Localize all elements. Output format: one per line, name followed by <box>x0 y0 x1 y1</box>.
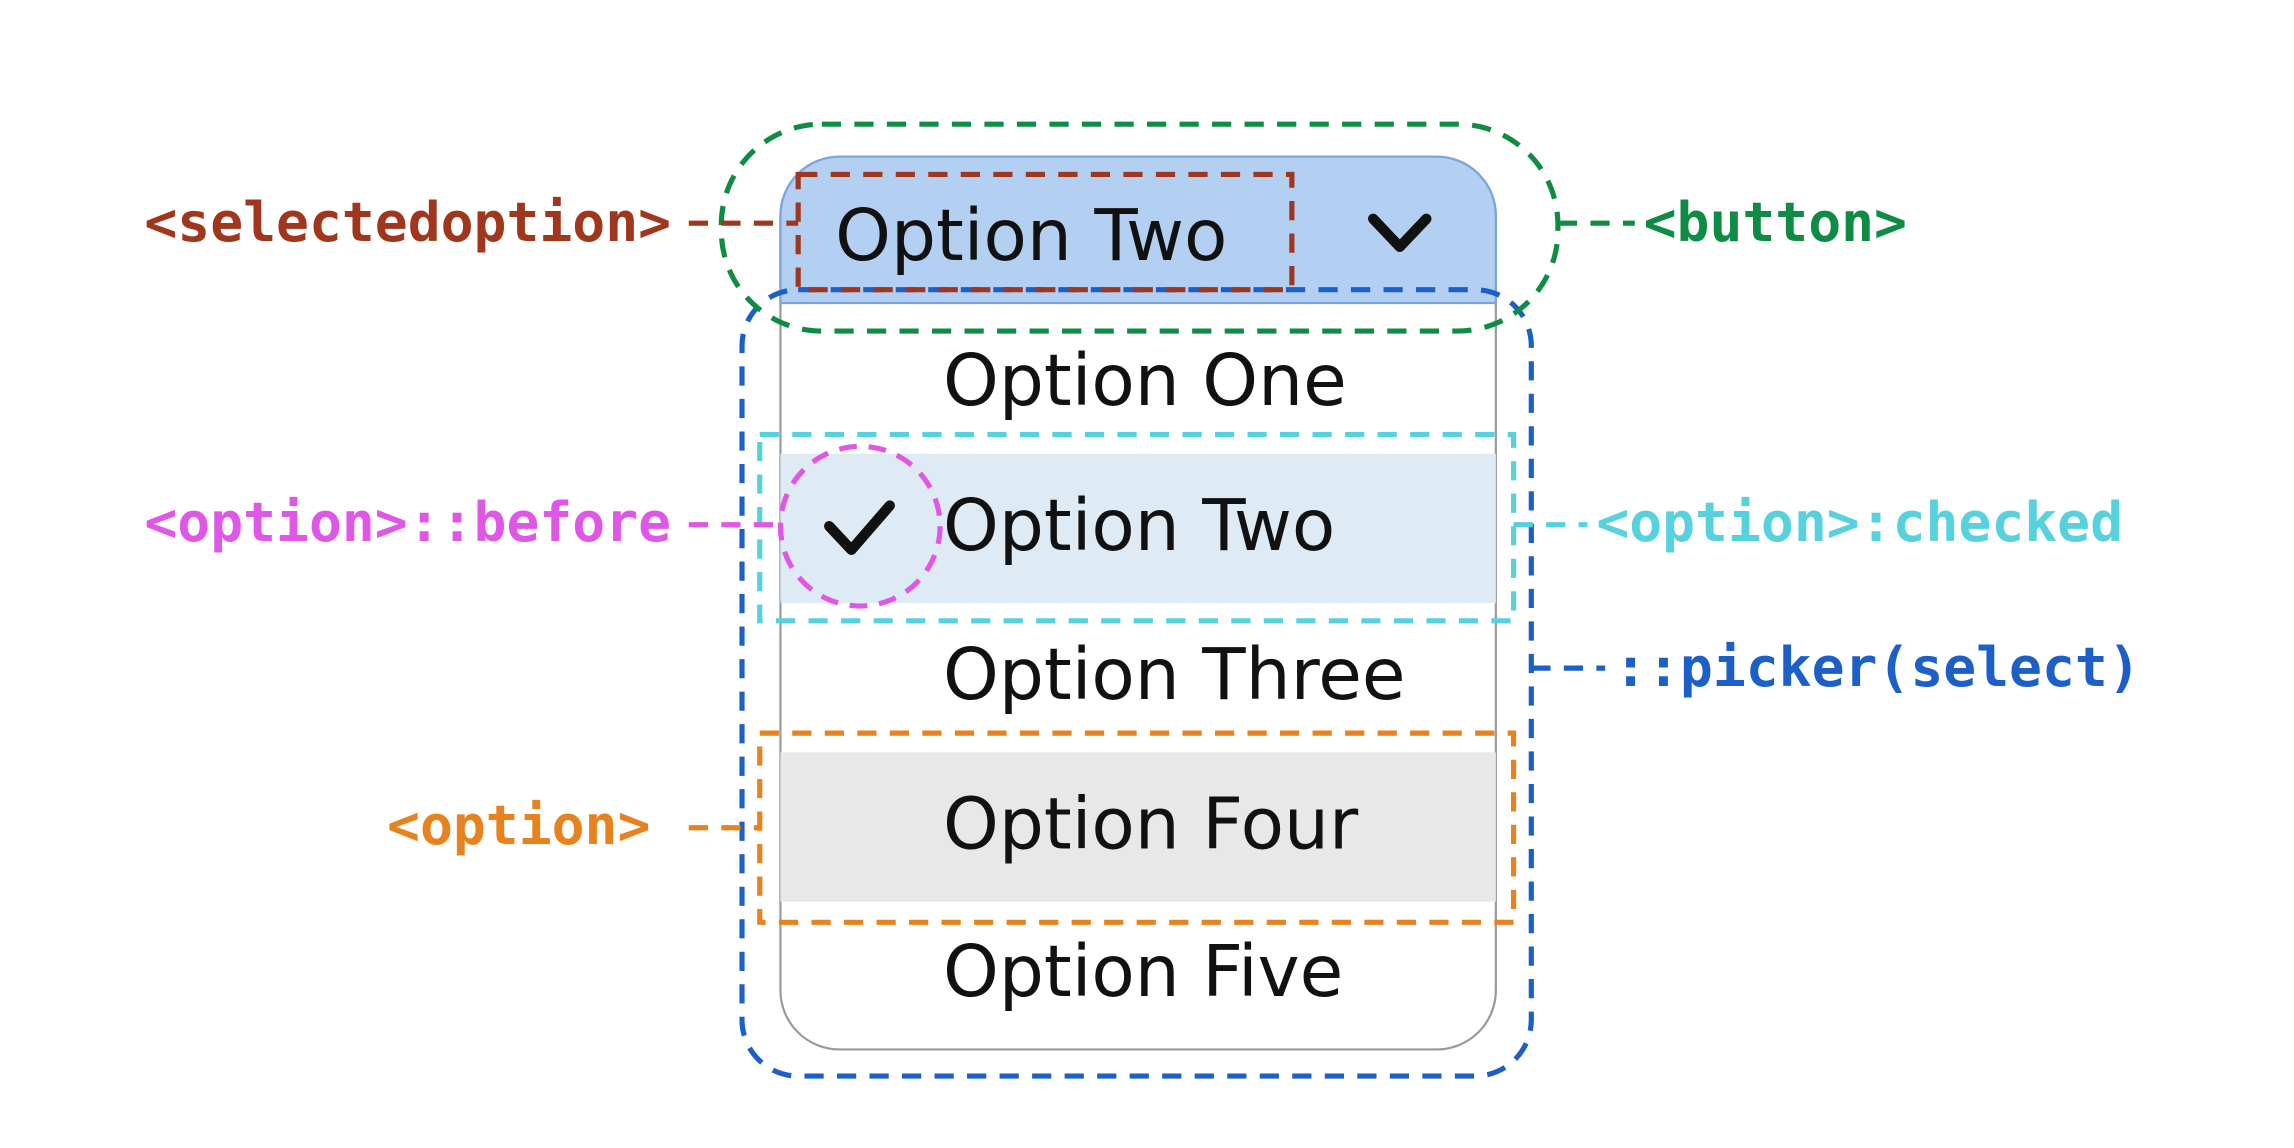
option-checked-outline <box>757 431 1517 624</box>
selectedoption-outline <box>795 171 1295 293</box>
option-checked-label: <option>:checked <box>1596 490 2123 554</box>
checkmark-icon <box>824 500 895 556</box>
option-label: <option> <box>387 793 650 857</box>
button-outline <box>718 121 1561 334</box>
option-item-three[interactable]: Option Three <box>943 633 1405 716</box>
option-item-five[interactable]: Option Five <box>943 930 1343 1013</box>
option-item-four[interactable]: Option Four <box>943 782 1359 865</box>
chevron-down-icon <box>1367 213 1432 253</box>
selectedoption-label: <selectedoption> <box>144 190 671 254</box>
button-label: <button> <box>1644 190 1907 254</box>
picker-label: ::picker(select) <box>1614 635 2141 699</box>
option-item-two[interactable]: Option Two <box>943 484 1335 567</box>
option-item-one[interactable]: Option One <box>943 339 1347 422</box>
option-before-outline <box>777 443 943 609</box>
hovered-option-background <box>780 752 1496 902</box>
option-before-label: <option>::before <box>144 490 671 554</box>
selected-value-text: Option Two <box>835 194 1227 277</box>
checked-option-background <box>780 453 1496 604</box>
select-button[interactable] <box>779 155 1497 305</box>
